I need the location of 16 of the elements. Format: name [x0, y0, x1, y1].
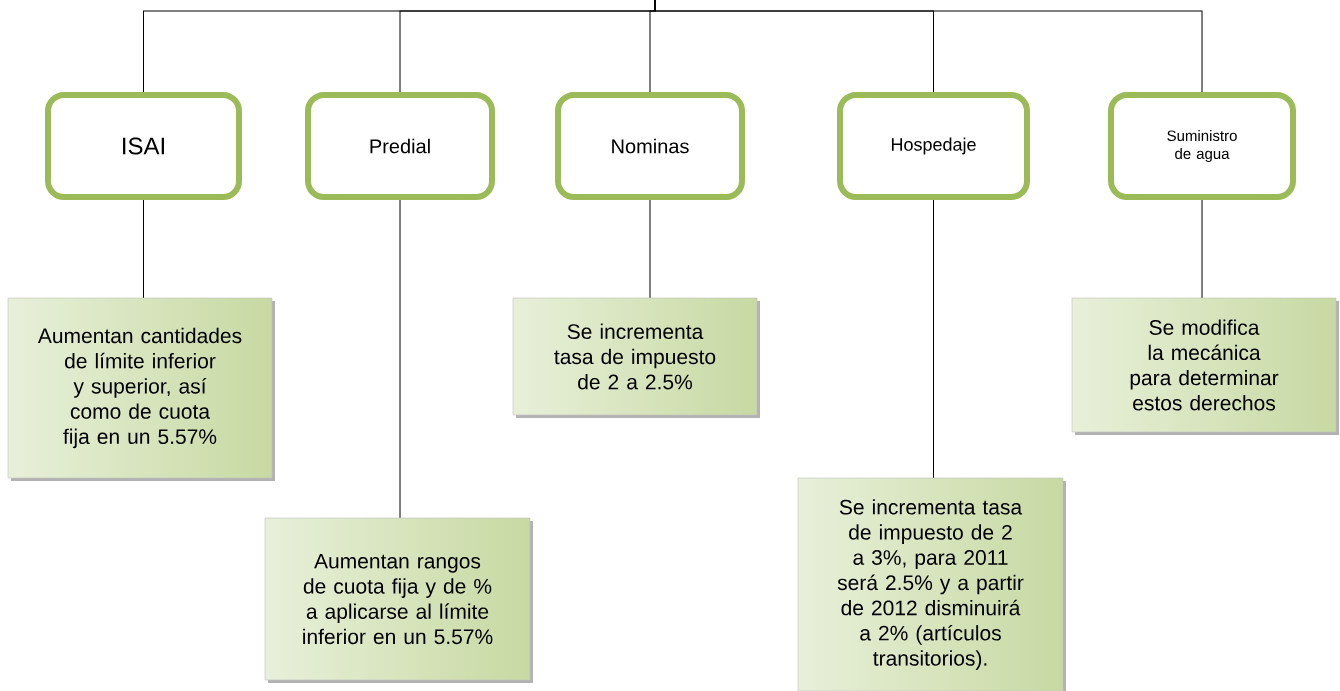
connector-line — [143, 199, 144, 299]
note-box: Aumentan rangos de cuota fija y de % a aplicarse al límite inferior en un 5.57% — [264, 517, 533, 683]
category-box: Nominas — [555, 92, 745, 200]
note-box: Se modifica la mecánica para determinar estos derechos — [1071, 297, 1339, 435]
note-box: Se incrementa tasa de impuesto de 2 a 3%, para 2011 será 2.5% y a partir de 2012 disminuirá a 2% (artículos transitorios). — [797, 477, 1066, 691]
connector-line — [399, 199, 401, 519]
connector-line — [1201, 199, 1203, 299]
connector-line — [654, 0, 1203, 93]
note-box: Se incrementa tasa de impuesto de 2 a 2.5% — [512, 297, 760, 418]
category-box: Suministro de agua — [1108, 92, 1296, 200]
connector-line — [649, 199, 651, 299]
category-box: Predial — [305, 92, 495, 200]
category-box: Hospedaje — [837, 92, 1030, 200]
note-box: Aumentan cantidades de límite inferior y superior, así como de cuota fija en un 5.57% — [7, 297, 275, 481]
connector-line — [933, 199, 934, 479]
category-box: ISAI — [45, 92, 242, 200]
